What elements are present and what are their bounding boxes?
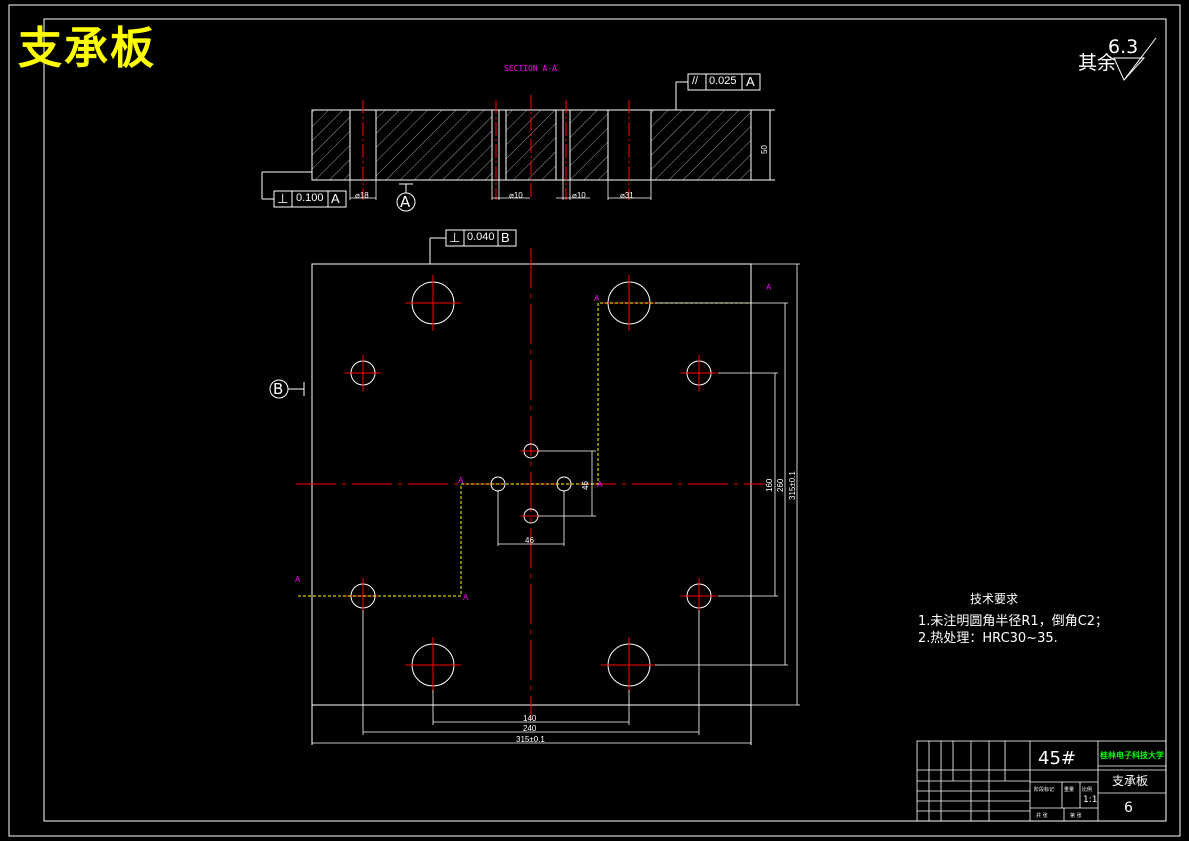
title-block-sheets-label: 共 张 <box>1036 813 1048 819</box>
datum-b-label: B <box>273 380 284 398</box>
dim-260: 260 <box>776 478 785 492</box>
section-marker: A <box>458 476 464 485</box>
title-block-scale-label: 比例 <box>1082 787 1093 793</box>
fcf-parallel-datum: A <box>746 74 755 89</box>
dim-thickness: 50 <box>760 145 769 154</box>
fcf-parallel-box <box>687 73 761 91</box>
outer-frame <box>8 4 1181 837</box>
title-block-sheet-label: 第 张 <box>1070 813 1082 819</box>
fcf-perp-a-symbol: ⊥ <box>277 191 289 206</box>
section-marker: A <box>766 283 772 292</box>
fcf-perp-b-symbol: ⊥ <box>449 230 461 245</box>
dim-d10a: ⌀10 <box>509 191 523 200</box>
dim-46-horizontal: 46 <box>525 536 534 545</box>
dim-315-horizontal: 315±0.1 <box>516 735 545 744</box>
title-block-material: 45# <box>1038 748 1076 769</box>
tech-requirements-title: 技术要求 <box>970 592 1019 606</box>
tech-requirement-2: 2.热处理：HRC30~35. <box>918 631 1058 646</box>
section-view <box>261 81 775 212</box>
title-block-part-name: 支承板 <box>1112 774 1149 788</box>
dim-160: 160 <box>765 478 774 492</box>
title-block-weight-label: 重量 <box>1064 787 1075 793</box>
title-block-school: 桂林电子科技大学 <box>1100 751 1164 760</box>
title-block-scale: 1:1 <box>1083 795 1098 805</box>
datum-a-label: A <box>400 193 411 211</box>
section-marker: A <box>463 593 469 602</box>
dim-d31: ⌀31 <box>620 191 634 200</box>
dim-d18: ⌀18 <box>355 191 369 200</box>
dim-46-vertical: 46 <box>581 481 590 490</box>
title-block-sheet-number: 6 <box>1124 800 1133 816</box>
section-marker: A <box>597 480 603 489</box>
roughness-label: 其余 <box>1078 52 1117 74</box>
roughness-value: 6.3 <box>1108 36 1139 58</box>
dim-315-vertical: 315±0.1 <box>788 471 797 500</box>
fcf-perp-b-datum: B <box>501 230 510 245</box>
drawing-title: 支承板 <box>18 23 156 74</box>
fcf-perp-a-datum: A <box>331 191 340 206</box>
inner-frame <box>43 18 1167 822</box>
section-marker: A <box>594 294 600 303</box>
dim-d10b: ⌀10 <box>572 191 586 200</box>
title-block-stage-label: 阶段标记 <box>1034 787 1055 793</box>
fcf-parallel-tolerance: 0.025 <box>709 75 737 87</box>
section-title: SECTION A-A <box>504 64 557 73</box>
fcf-perp-b-tolerance: 0.040 <box>467 231 495 243</box>
fcf-perp-b-box <box>429 229 517 264</box>
roughness-symbol <box>1113 37 1157 81</box>
title-block <box>916 740 1167 822</box>
section-marker: A <box>295 575 301 584</box>
fcf-perp-a-tolerance: 0.100 <box>296 192 324 204</box>
fcf-perp-a-box <box>273 190 347 208</box>
fcf-parallel-symbol: // <box>692 75 699 87</box>
tech-requirement-1: 1.未注明圆角半径R1，倒角C2； <box>918 614 1109 629</box>
dim-140: 140 <box>523 714 537 723</box>
plan-view <box>269 248 800 745</box>
dim-240: 240 <box>523 724 537 733</box>
